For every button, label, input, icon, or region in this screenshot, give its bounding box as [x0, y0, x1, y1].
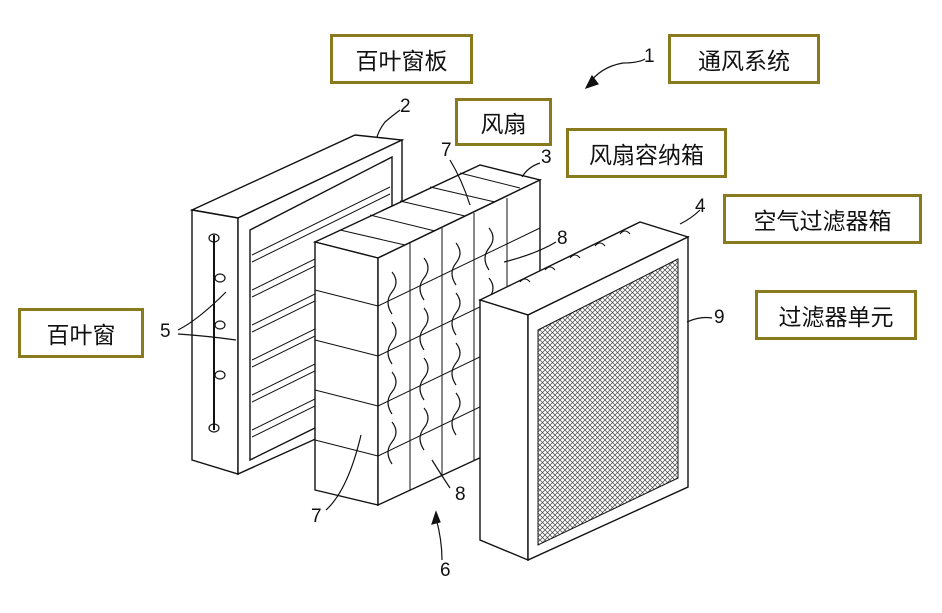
ref-numeral-8-bottom: 8: [455, 484, 466, 505]
ref-numeral-7-top: 7: [441, 140, 452, 161]
louver-label: 百叶窗: [18, 308, 144, 358]
fan-label: 风扇: [455, 98, 552, 146]
air-filter-box: [478, 221, 690, 562]
ref-numeral-5: 5: [160, 321, 171, 342]
ventilation-system-label: 通风系统: [668, 34, 820, 84]
leader-lines: [177, 58, 713, 561]
ref-numeral-7-bottom: 7: [311, 506, 322, 527]
filter-unit-label: 过滤器单元: [755, 290, 917, 340]
ref-numeral-6: 6: [440, 560, 451, 581]
ref-numeral-8-top: 8: [557, 228, 568, 249]
ref-numeral-1: 1: [644, 46, 655, 67]
ref-numeral-4: 4: [695, 196, 706, 217]
ref-numeral-9: 9: [714, 307, 725, 328]
fan-housing-label: 风扇容纳箱: [566, 128, 727, 178]
air-filter-box-label: 空气过滤器箱: [723, 194, 922, 244]
ref-numeral-2: 2: [400, 96, 411, 117]
louver-panel-label: 百叶窗板: [330, 34, 473, 84]
fan-housing: [312, 164, 543, 507]
ref-numeral-3: 3: [541, 147, 552, 168]
